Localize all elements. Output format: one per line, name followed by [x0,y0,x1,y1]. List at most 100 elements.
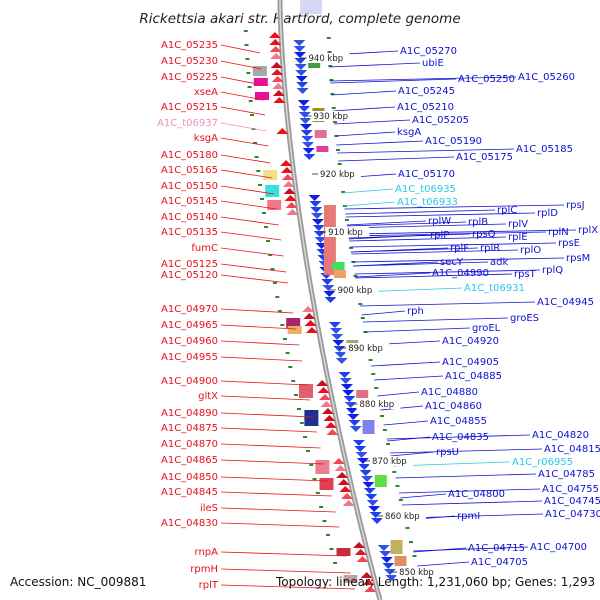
gene-label-right: groEL [472,323,501,334]
left-gene-labels: A1C_05235A1C_05230A1C_05225xseAA1C_05215… [157,40,356,591]
gene-label-right: A1C_04885 [445,371,502,382]
leader-line-right [350,242,557,248]
kbp-label: 900 kbp [338,286,373,296]
gene-arrow-up [339,486,352,492]
gene-arrow-down [385,575,398,581]
leader-line-left [220,427,318,433]
accession-text: Accession: NC_009881 [10,575,146,589]
gene-arrow-up [362,579,375,585]
kbp-label-bg [369,456,414,466]
gene-block [265,185,280,197]
tick-mark-right [368,359,373,361]
gene-arrow-up [323,415,336,421]
leader-line-right [383,420,429,426]
tick-mark-right [358,303,363,305]
gene-label-right: A1C_t06933 [397,197,458,208]
gene-label-right: A1C_05210 [397,102,454,113]
tick-mark-right [386,443,390,445]
gene-label-right: rplD [537,208,558,219]
leader-line-right [347,223,507,229]
kbp-label-bg [382,511,427,521]
gene-label-right: A1C_04945 [537,297,594,308]
leader-line-right [344,204,565,210]
leader-line-right [331,90,397,96]
gene-block [255,92,269,100]
tick-mark-left [254,156,259,158]
leader-line-right [346,221,467,227]
gene-arrow-up [268,32,281,38]
gene-label-right: A1C_05205 [412,115,469,126]
gene-label-right: rplP [430,230,449,241]
gene-arrow-down [302,148,315,154]
gene-arrow-down [361,476,374,482]
gene-label-right: rpsM [566,253,590,264]
gene-label-right: ksgA [397,127,421,138]
leader-line-right [401,500,543,506]
gene-arrow-down [380,557,393,563]
kbp-label-bg [396,567,441,577]
gene-block [314,130,327,138]
gene-label-left: A1C_t06937 [157,118,218,129]
tick-mark-right [371,373,376,375]
leader-line-right [342,188,394,194]
leader-line-right [386,434,531,440]
gene-arrow-up [336,472,349,478]
gene-arrow-down [338,372,351,378]
leader-line-left [220,507,336,513]
leader-line-right [399,488,541,494]
gene-label-right: adk [490,257,508,268]
gene-label-left: A1C_04970 [161,304,218,315]
gene-arrow-down [342,390,355,396]
gene-block [287,326,302,334]
leader-line-left [220,44,261,54]
leader-line-right [390,451,435,457]
gene-label-left: A1C_04890 [161,408,218,419]
gene-label-right: A1C_05245 [398,86,455,97]
gene-arrow-down [296,88,309,94]
gene-label-right: rplX [578,225,598,236]
gene-label-right: A1C_04855 [430,416,487,427]
tick-mark-right [380,415,384,417]
tick-mark-right [341,191,346,193]
kbp-label-bg [317,169,362,179]
tick-mark-left [245,58,250,60]
gene-arrow-up [269,39,282,45]
tick-mark-right [349,247,354,249]
leader-line-right [351,249,519,255]
gene-label-right: secY [440,257,464,268]
leader-line-left [220,231,282,241]
backbone-highlight [279,0,381,600]
gene-arrow-up [332,458,345,464]
gene-arrow-down [365,494,378,500]
tick-mark-right [328,65,333,67]
kbp-label-bg [325,227,370,237]
gene-label-right: rplQ [542,265,563,276]
summary-text: Topology: linear; Length: 1,231,060 bp; … [275,575,595,589]
tick-mark-right [382,429,387,431]
tick-mark-left [326,534,330,536]
gene-label-left: A1C_05230 [161,56,218,67]
leader-line-right [395,473,537,479]
leader-line-right [330,78,457,84]
gene-label-right: A1C_04860 [425,401,482,412]
gene-label-left: A1C_05120 [161,270,218,281]
gene-arrow-up [283,188,296,194]
leader-line-right [352,257,565,263]
gene-label-left: A1C_04900 [161,376,218,387]
tick-mark-left [291,380,296,382]
tick-mark-left [297,408,301,410]
gene-arrow-up [320,401,333,407]
gene-arrow-down [348,420,361,426]
gene-arrow-up [269,46,282,52]
gene-arrow-down [323,291,336,297]
leader-line-left [220,247,284,257]
tick-mark-right [344,219,349,221]
gene-label-left: rpmH [190,564,218,575]
gene-label-left: rplT [199,580,219,591]
gene-label-right: rplE [508,232,528,243]
gene-label-right: A1C_04920 [442,336,499,347]
gene-arrow-up [304,320,317,326]
gene-arrow-up [316,380,329,386]
